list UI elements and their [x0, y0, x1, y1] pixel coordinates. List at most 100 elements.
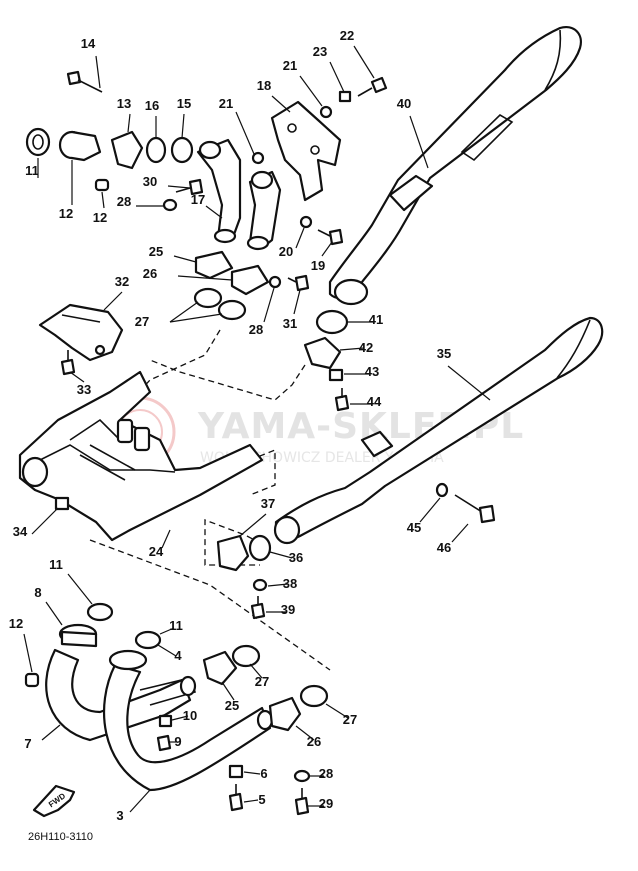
- leader-line-6: [243, 771, 261, 775]
- leader-line-30: [167, 185, 191, 189]
- part-label-26: 26: [307, 734, 321, 749]
- leader-line-38: [267, 583, 289, 587]
- part-label-7: 7: [24, 736, 31, 751]
- leader-line-46: [451, 523, 469, 543]
- leader-line-26: [295, 725, 315, 741]
- part-label-33: 33: [77, 382, 91, 397]
- part-label-16: 16: [145, 98, 159, 113]
- bracket-18: [270, 100, 342, 202]
- leader-line-34: [31, 507, 59, 535]
- leader-line-32: [103, 291, 123, 311]
- leader-line-12: [23, 633, 33, 673]
- exhaust-pipe-3: [103, 649, 274, 792]
- part-label-46: 46: [437, 540, 451, 555]
- part-label-19: 19: [311, 258, 325, 273]
- exhaust-pipe-7: [45, 623, 192, 742]
- part-label-40: 40: [397, 96, 411, 111]
- leader-line-10: [171, 715, 189, 721]
- part-label-12: 12: [93, 210, 107, 225]
- part-label-17: 17: [191, 192, 205, 207]
- part-label-34: 34: [13, 524, 28, 539]
- part-label-26: 26: [143, 266, 157, 281]
- part-label-8: 8: [34, 585, 41, 600]
- part-label-11: 11: [169, 618, 183, 633]
- leader-line-19: [321, 241, 333, 257]
- part-label-45: 45: [407, 520, 421, 535]
- leader-line-26: [177, 275, 233, 281]
- part-label-28: 28: [117, 194, 131, 209]
- leader-line-11: [159, 627, 175, 635]
- leader-line-13: [127, 113, 131, 133]
- exhaust-joint-17: [196, 138, 282, 251]
- leader-line-14: [95, 55, 101, 89]
- part-label-10: 10: [183, 708, 197, 723]
- leader-line-18: [271, 95, 291, 113]
- leader-line-23: [329, 61, 345, 93]
- part-label-11: 11: [25, 163, 39, 178]
- leader-line-37: [239, 513, 267, 537]
- part-label-38: 38: [283, 576, 297, 591]
- part-label-21: 21: [219, 96, 233, 111]
- muffler-40: [328, 26, 582, 306]
- part-label-21: 21: [283, 58, 297, 73]
- part-label-32: 32: [115, 274, 129, 289]
- leader-line-15: [181, 113, 185, 139]
- leader-line-27b: [169, 313, 223, 323]
- part-label-14: 14: [81, 36, 96, 51]
- leader-line-24: [161, 529, 171, 549]
- leader-line-36: [269, 551, 293, 559]
- leader-line-42: [339, 347, 365, 351]
- part-label-23: 23: [313, 44, 327, 59]
- part-label-25: 25: [149, 244, 163, 259]
- muffler-35: [273, 316, 604, 545]
- leader-line-27: [325, 703, 349, 719]
- leader-line-12: [101, 191, 105, 209]
- leader-line-3: [129, 789, 151, 813]
- bracket-32: [38, 303, 124, 362]
- heat-shield-24: [18, 370, 264, 542]
- part-label-4: 4: [174, 648, 182, 663]
- leader-line-25: [221, 681, 235, 701]
- leader-line-27: [169, 301, 199, 323]
- leader-line-28: [263, 287, 275, 323]
- leader-line-5: [243, 799, 259, 803]
- part-label-9: 9: [174, 734, 181, 749]
- part-label-25: 25: [225, 698, 239, 713]
- part-label-44: 44: [367, 394, 382, 409]
- diagram-code: 26H110-3110: [28, 831, 93, 843]
- leader-line-22: [353, 45, 375, 79]
- part-label-36: 36: [289, 550, 303, 565]
- part-label-24: 24: [149, 544, 164, 559]
- part-label-12: 12: [59, 206, 73, 221]
- leader-line-45: [419, 497, 441, 523]
- part-label-35: 35: [437, 346, 451, 361]
- part-label-31: 31: [283, 316, 297, 331]
- part-label-5: 5: [258, 792, 265, 807]
- part-label-42: 42: [359, 340, 373, 355]
- part-label-3: 3: [116, 808, 123, 823]
- leader-line-7: [41, 724, 61, 741]
- part-label-43: 43: [365, 364, 379, 379]
- part-label-20: 20: [279, 244, 293, 259]
- leader-line-4: [157, 644, 177, 657]
- leader-line-33: [69, 371, 85, 383]
- part-label-41: 41: [369, 312, 383, 327]
- part-label-27: 27: [255, 674, 269, 689]
- part-label-28: 28: [249, 322, 263, 337]
- leader-line-8: [45, 601, 63, 626]
- leader-lines: [23, 45, 491, 813]
- leader-line-25: [173, 255, 197, 263]
- part-label-27: 27: [135, 314, 149, 329]
- part-label-18: 18: [257, 78, 271, 93]
- part-label-13: 13: [117, 96, 131, 111]
- part-label-6: 6: [260, 766, 267, 781]
- leader-line-20: [295, 227, 305, 249]
- fwd-arrow-icon: FWD: [32, 784, 76, 818]
- part-label-37: 37: [261, 496, 275, 511]
- part-label-28: 28: [319, 766, 333, 781]
- leader-line-21: [299, 75, 323, 107]
- part-label-30: 30: [143, 174, 157, 189]
